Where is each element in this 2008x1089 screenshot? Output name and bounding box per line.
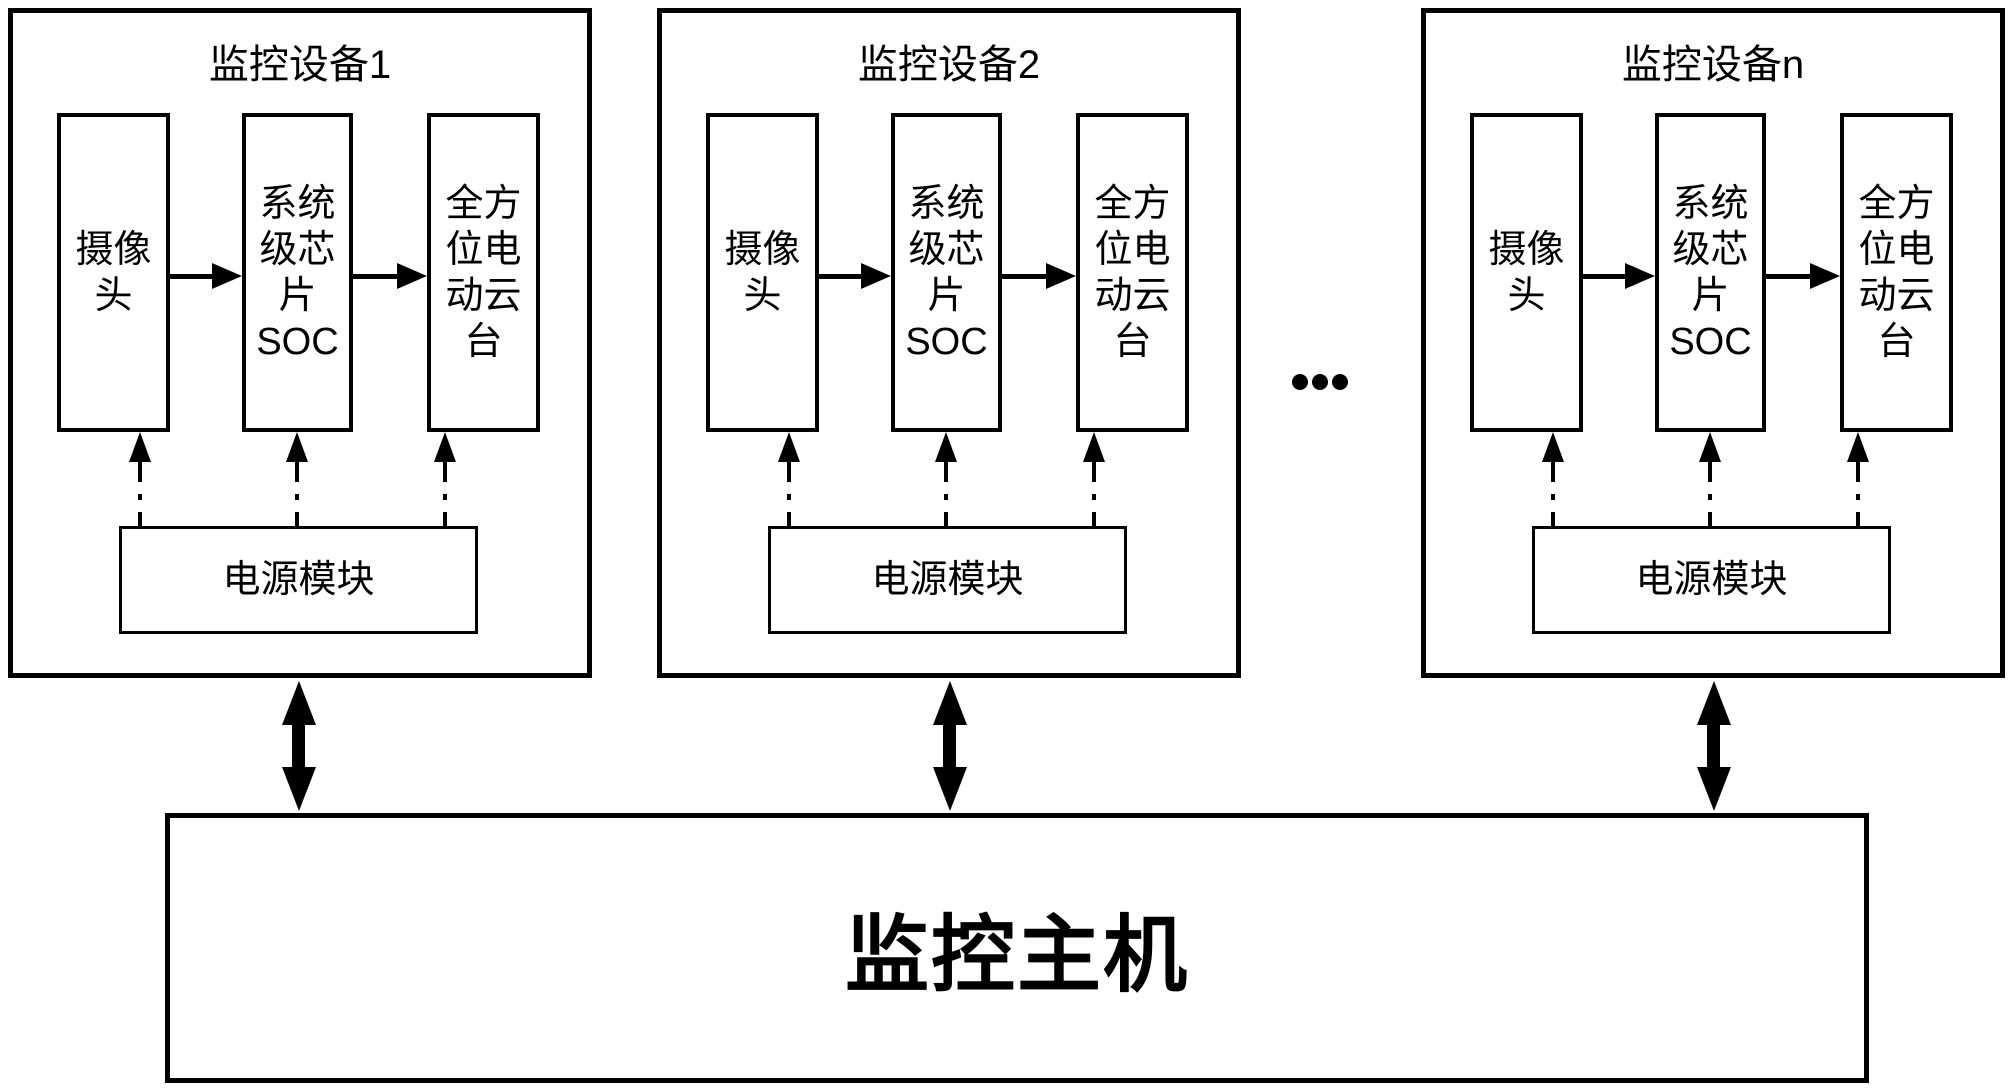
ellipsis-dot	[1292, 374, 1308, 390]
device-1-gimbal-box: 全方 位电 动云 台	[427, 113, 540, 432]
arrowhead-up-icon	[778, 432, 800, 462]
monitoring-host-box: 监控主机	[165, 813, 1869, 1083]
device-n-power-module-box: 电源模块	[1532, 526, 1891, 634]
arrow-shaft	[1002, 274, 1048, 279]
device-1-camera-box: 摄像 头	[57, 113, 170, 432]
device-n-camera-box: 摄像 头	[1470, 113, 1583, 432]
arrowhead-right-icon	[212, 263, 242, 289]
dash-dot-line	[295, 460, 299, 526]
arrow-shaft	[1707, 723, 1720, 769]
arrowhead-up-icon	[1847, 432, 1869, 462]
device-2-host-link-arrow	[933, 681, 967, 811]
dash-dot-line	[1708, 460, 1712, 526]
device-1-title: 监控设备1	[208, 43, 392, 87]
arrowhead-up-icon	[1697, 681, 1731, 725]
arrowhead-up-icon	[286, 432, 308, 462]
ellipsis-dot	[1332, 374, 1348, 390]
arrowhead-right-icon	[1810, 263, 1840, 289]
dash-dot-line	[787, 460, 791, 526]
device-1-power-module-box: 电源模块	[119, 526, 478, 634]
arrowhead-right-icon	[861, 263, 891, 289]
arrow-shaft	[943, 723, 956, 769]
arrow-shaft	[292, 723, 305, 769]
device-1-soc-box: 系统 级芯 片 SOC	[242, 113, 353, 432]
arrowhead-up-icon	[282, 681, 316, 725]
dash-dot-line	[1551, 460, 1555, 526]
monitoring-host-label: 监控主机	[844, 907, 1189, 1002]
arrowhead-down-icon	[933, 767, 967, 811]
ellipsis-dot	[1312, 374, 1328, 390]
device-2-power-module-box: 电源模块	[768, 526, 1127, 634]
arrowhead-up-icon	[129, 432, 151, 462]
monitoring-device-1: 监控设备1 摄像 头 系统 级芯 片 SOC 全方 位电 动云 台 电源模块	[8, 8, 592, 678]
dash-dot-line	[1092, 460, 1096, 526]
arrow-shaft	[170, 274, 214, 279]
arrowhead-right-icon	[1046, 263, 1076, 289]
arrowhead-right-icon	[1625, 263, 1655, 289]
device-1-host-link-arrow	[282, 681, 316, 811]
dash-dot-line	[1856, 460, 1860, 526]
arrow-shaft	[1766, 274, 1812, 279]
arrowhead-up-icon	[1542, 432, 1564, 462]
arrowhead-down-icon	[282, 767, 316, 811]
monitoring-device-2: 监控设备2 摄像 头 系统 级芯 片 SOC 全方 位电 动云 台 电源模块	[657, 8, 1241, 678]
dash-dot-line	[944, 460, 948, 526]
device-n-gimbal-box: 全方 位电 动云 台	[1840, 113, 1953, 432]
arrow-shaft	[353, 274, 399, 279]
device-n-title: 监控设备n	[1621, 43, 1805, 87]
device-2-title: 监控设备2	[857, 43, 1041, 87]
arrow-shaft	[819, 274, 863, 279]
device-2-soc-box: 系统 级芯 片 SOC	[891, 113, 1002, 432]
arrowhead-down-icon	[1697, 767, 1731, 811]
monitoring-device-n: 监控设备n 摄像 头 系统 级芯 片 SOC 全方 位电 动云 台 电源模块	[1421, 8, 2005, 678]
arrowhead-up-icon	[1083, 432, 1105, 462]
arrowhead-up-icon	[935, 432, 957, 462]
device-2-camera-box: 摄像 头	[706, 113, 819, 432]
arrowhead-up-icon	[434, 432, 456, 462]
dash-dot-line	[138, 460, 142, 526]
device-2-gimbal-box: 全方 位电 动云 台	[1076, 113, 1189, 432]
dash-dot-line	[443, 460, 447, 526]
arrowhead-right-icon	[397, 263, 427, 289]
arrowhead-up-icon	[1699, 432, 1721, 462]
device-n-host-link-arrow	[1697, 681, 1731, 811]
arrow-shaft	[1583, 274, 1627, 279]
arrowhead-up-icon	[933, 681, 967, 725]
device-n-soc-box: 系统 级芯 片 SOC	[1655, 113, 1766, 432]
devices-ellipsis	[1292, 374, 1348, 390]
